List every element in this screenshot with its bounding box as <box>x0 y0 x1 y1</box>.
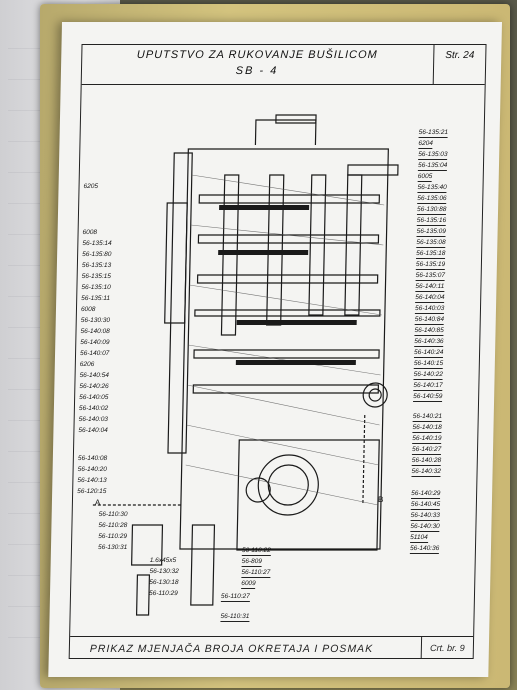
callout-bottom: 56-110:27 <box>241 569 271 578</box>
callout-right: 56-140:28 <box>411 457 442 466</box>
callout-left: 56-130:18 <box>149 579 179 586</box>
callout-right: 56-135:16 <box>416 217 447 226</box>
gearbox-section-drawing <box>92 114 399 616</box>
callout-right: 56-140:04 <box>415 294 445 303</box>
callout-right: 56-140:36 <box>409 545 440 554</box>
callout-left: 56-110:28 <box>98 522 128 529</box>
callout-left: 56-140:54 <box>79 372 109 379</box>
technical-drawing: A B 6205 6008 56-135:14 56-135:80 56-135… <box>70 85 484 630</box>
callout-right: 56-140:22 <box>413 371 443 380</box>
drawing-number-cell: Crt. br. 9 <box>420 637 474 659</box>
callout-right: 56-135:08 <box>416 239 446 248</box>
callout-right: 56-135:03 <box>418 151 448 160</box>
callout-right: 56-135:07 <box>415 272 446 281</box>
callout-right: 56-140:30 <box>410 523 440 532</box>
callout-left: 56-140:08 <box>77 455 108 462</box>
callout-right: 56-140:15 <box>413 360 444 369</box>
callout-right: 56-140:33 <box>410 512 441 521</box>
footer-caption: PRIKAZ MJENJAČA BROJA OKRETAJA I POSMAK <box>89 643 374 655</box>
callout-right: 6204 <box>418 140 433 149</box>
callout-right: 56-140:19 <box>412 435 442 444</box>
callout-left: 56-135:80 <box>82 251 112 258</box>
callout-left: 56-110:29 <box>98 533 128 540</box>
callout-left: 56-140:07 <box>79 350 110 357</box>
callout-left: 56-135:15 <box>81 273 112 280</box>
callout-left: 1.6x45x5 <box>149 557 177 564</box>
callout-right: 56-130:88 <box>416 206 447 215</box>
callout-right: 56-140:59 <box>413 393 443 402</box>
callout-bottom: 56-110:27 <box>220 593 250 602</box>
callout-right: 56-140:24 <box>413 349 444 358</box>
callout-right: 56-140:21 <box>412 413 443 422</box>
callout-left: 56-140:20 <box>77 466 107 473</box>
callout-right: 6005 <box>417 173 433 182</box>
callout-left: 56-135:13 <box>81 262 112 269</box>
callout-left: 6008 <box>82 229 98 236</box>
callout-right: 56-140:29 <box>411 490 441 499</box>
callout-bottom: 56-809 <box>241 558 263 567</box>
callout-right: 56-135:06 <box>417 195 447 204</box>
page-number: Str. 24 <box>445 50 475 61</box>
callout-right: 51104 <box>410 534 428 543</box>
callout-left: 56-110:30 <box>98 511 128 518</box>
callout-left: 56-130:30 <box>80 317 111 324</box>
callout-bottom: 56-110:22 <box>241 547 271 556</box>
drawing-number: Crt. br. 9 <box>429 643 465 653</box>
callout-left: 56-140:04 <box>78 427 108 434</box>
document-title: UPUTSTVO ZA RUKOVANJE BUŠILICOM <box>136 49 378 61</box>
callout-left: 6206 <box>79 361 95 368</box>
callout-left: 6008 <box>80 306 96 313</box>
callout-left: 56-140:05 <box>79 394 109 401</box>
callout-left: 56-140:09 <box>80 339 110 346</box>
callout-left: 56-110:29 <box>148 590 178 597</box>
callout-left: 56-135:11 <box>81 295 111 302</box>
callout-left: 56-135:10 <box>81 284 111 291</box>
callout-right: 56-140:17 <box>413 382 443 391</box>
callout-right: 56-135:40 <box>417 184 447 193</box>
callout-right: 56-140:45 <box>410 501 441 510</box>
callout-right: 56-140:36 <box>414 338 444 347</box>
callout-left: 56-120:15 <box>77 488 107 495</box>
callout-right: 56-135:18 <box>416 250 446 259</box>
callout-left: 56-140:13 <box>77 477 107 484</box>
document-subtitle: SB - 4 <box>235 65 279 77</box>
callout-left: 56-140:26 <box>79 383 109 390</box>
callout-right: 56-140:18 <box>412 424 442 433</box>
callout-right: 56-140:32 <box>411 468 441 477</box>
callout-left: 56-130:32 <box>149 568 179 575</box>
callout-right: 56-135:04 <box>417 162 448 171</box>
page-number-cell: Str. 24 <box>432 45 486 85</box>
callout-left: 56-140:02 <box>78 405 109 412</box>
manual-page: UPUTSTVO ZA RUKOVANJE BUŠILICOM SB - 4 S… <box>48 22 503 677</box>
callout-right: 56-140:03 <box>414 305 445 314</box>
callout-right: 56-140:11 <box>415 283 445 292</box>
callout-right: 56-135:09 <box>416 228 446 237</box>
drawing-frame: UPUTSTVO ZA RUKOVANJE BUŠILICOM SB - 4 S… <box>68 44 487 659</box>
callout-right: 56-135:19 <box>415 261 446 270</box>
footer-title-block: PRIKAZ MJENJAČA BROJA OKRETAJA I POSMAK … <box>69 636 474 659</box>
callout-left: 6205 <box>83 183 99 190</box>
callout-left: 56-140:03 <box>78 416 109 423</box>
callout-right: 56-135:21 <box>418 129 449 138</box>
section-mark-b: B <box>377 495 384 504</box>
callout-right: 56-140:85 <box>414 327 444 336</box>
callout-bottom: 56-110:31 <box>220 613 250 622</box>
callout-left: 56-130:31 <box>97 544 128 551</box>
callout-left: 56-135:14 <box>82 240 112 247</box>
callout-left: 56-140:08 <box>80 328 110 335</box>
callout-right: 56-140:84 <box>414 316 445 325</box>
section-mark-a: A <box>94 498 101 507</box>
callout-bottom: 6009 <box>241 580 256 589</box>
callout-right: 56-140:27 <box>411 446 442 455</box>
title-block: UPUTSTVO ZA RUKOVANJE BUŠILICOM SB - 4 S… <box>81 45 486 85</box>
